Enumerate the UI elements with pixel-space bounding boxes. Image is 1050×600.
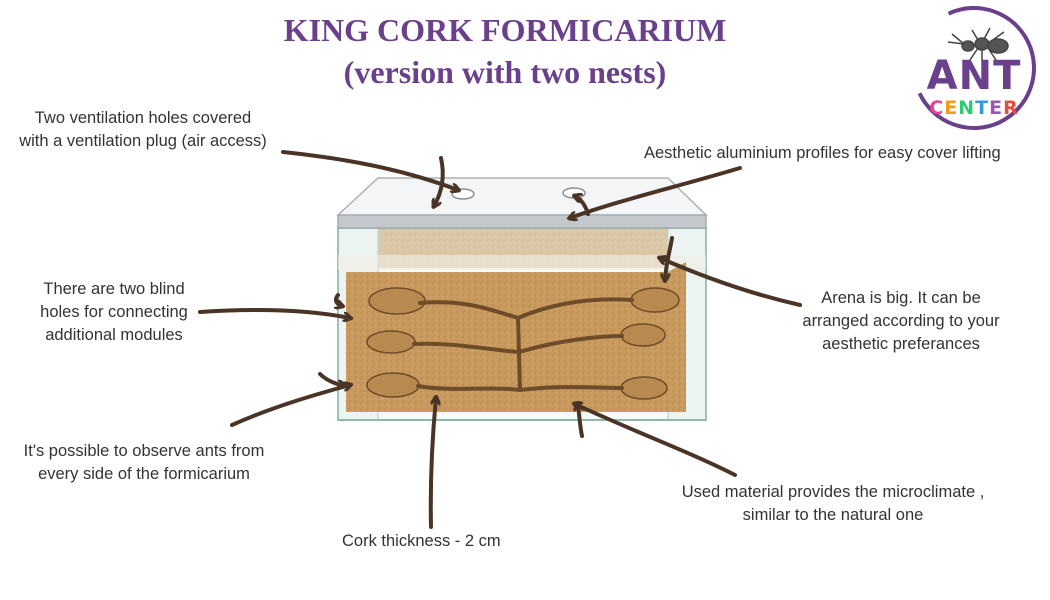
callout-profiles: Aesthetic aluminium profiles for easy co… [644, 144, 1001, 162]
callout-microclimate: Used material provides the microclimate … [681, 483, 985, 524]
arrow [578, 404, 584, 438]
arrow [198, 308, 350, 318]
arrow [336, 293, 342, 306]
arrow [281, 150, 458, 190]
arrow [660, 258, 802, 307]
arrow [318, 372, 344, 386]
arrow [428, 398, 436, 529]
arrow [434, 156, 445, 206]
nest-chamber [368, 287, 426, 315]
nest-chamber [366, 330, 416, 354]
callout-ventilation: Two ventilation holes covered with a ven… [19, 109, 267, 150]
nest-chamber [630, 287, 680, 313]
callout-thickness: Cork thickness - 2 cm [342, 532, 501, 550]
logo-letter: N [958, 97, 976, 119]
callout-blind-holes: There are two blind holes for connecting… [40, 280, 188, 344]
arrow [665, 236, 674, 280]
callout-arena: Arena is big. It can be arranged accordi… [802, 289, 1000, 353]
logo-ant-word: ANT [926, 53, 1022, 99]
nest-chamber [620, 323, 666, 347]
ant-center-logo: ANT CENTER [894, 0, 1050, 148]
page-subtitle: (version with two nests) [343, 54, 667, 90]
lid [336, 177, 708, 216]
ant-icon [947, 27, 1009, 62]
callout-observe: It's possible to observe ants from every… [23, 442, 265, 483]
tunnels [412, 297, 634, 392]
page-title: KING CORK FORMICARIUM [283, 12, 727, 48]
nest-chamber [620, 376, 668, 400]
logo-center-word: CENTER [912, 97, 1036, 119]
logo-letter: E [944, 97, 959, 119]
nest-chamber [366, 372, 420, 398]
logo-letter: C [929, 97, 945, 119]
arrow [575, 404, 737, 477]
arrow [230, 385, 350, 427]
logo-letter: E [989, 97, 1004, 119]
nest-chambers [366, 287, 680, 400]
aluminium-profile [337, 214, 707, 229]
callout-arrows [198, 150, 802, 529]
logo-letter: T [975, 97, 990, 119]
arrow [575, 196, 590, 216]
logo-letter: R [1003, 97, 1019, 119]
